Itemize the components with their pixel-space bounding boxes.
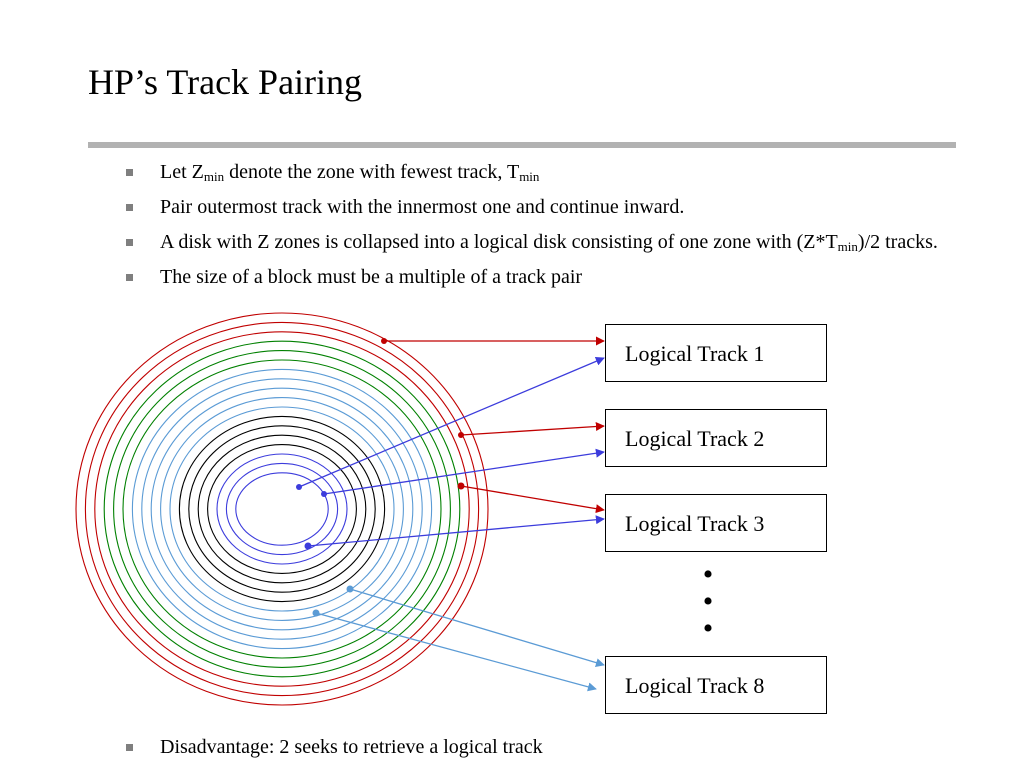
arrow-outer-to-track-3 xyxy=(460,485,605,514)
arrow-zone3-b-to-track-8-origin xyxy=(312,609,320,617)
arrow-zone3-b-to-track-8 xyxy=(315,612,597,692)
subscript: min xyxy=(837,239,858,254)
square-bullet-icon xyxy=(126,274,133,281)
title-divider xyxy=(88,142,956,148)
bullet-item: A disk with Z zones is collapsed into a … xyxy=(124,230,944,254)
track-ring-outer xyxy=(94,331,470,687)
arrow-inner-to-track-1-origin xyxy=(296,484,302,490)
track-ring-inner xyxy=(216,453,348,565)
ellipsis-dot: • xyxy=(703,558,714,591)
track-ring-third xyxy=(131,368,433,650)
arrow-zone3-a-to-track-8 xyxy=(349,588,605,667)
bullet-text-run: denote the zone with fewest track, T xyxy=(224,161,520,183)
arrow-inner-to-track-3-origin xyxy=(304,542,312,550)
arrow-inner-to-track-2 xyxy=(323,448,605,495)
square-bullet-icon xyxy=(126,239,133,246)
bullet-text: The size of a block must be a multiple o… xyxy=(160,266,582,288)
bullet-text-run: Pair outermost track with the innermost … xyxy=(160,196,685,218)
bullet-item: The size of a block must be a multiple o… xyxy=(124,265,944,289)
track-ring-inner xyxy=(235,472,329,546)
track-ring-second xyxy=(122,359,442,659)
track-ring-fourth xyxy=(207,444,357,574)
bullet-text-run: The size of a block must be a multiple o… xyxy=(160,266,583,288)
bullet-text: A disk with Z zones is collapsed into a … xyxy=(160,231,938,253)
arrow-inner-to-track-1 xyxy=(298,357,605,488)
slide-title: HP’s Track Pairing xyxy=(88,62,363,102)
track-ring-second xyxy=(103,340,461,678)
bullet-text-run: Let Z xyxy=(160,161,204,183)
bullet-text: Let Zmin denote the zone with fewest tra… xyxy=(160,161,539,183)
arrow-inner-to-track-3 xyxy=(307,515,605,547)
ellipsis-dot: • xyxy=(703,612,714,645)
track-ring-third xyxy=(141,378,423,640)
track-ring-outer xyxy=(84,321,480,697)
arrow-outer-to-track-2-origin xyxy=(458,432,464,438)
bullet-text: Pair outermost track with the innermost … xyxy=(160,196,684,218)
track-ring-fourth xyxy=(178,415,386,603)
track-ring-fourth xyxy=(188,425,376,593)
track-ring-second xyxy=(113,350,451,668)
arrow-zone3-a-to-track-8-origin xyxy=(346,585,354,593)
arrow-outer-to-track-1-origin xyxy=(381,338,387,344)
subscript: min xyxy=(203,169,225,184)
ellipsis-dots: ••• xyxy=(703,558,714,645)
bullet-item: Let Zmin denote the zone with fewest tra… xyxy=(124,160,944,184)
logical-track-8-box: Logical Track 8 xyxy=(605,656,827,714)
disk-tracks xyxy=(75,312,489,706)
bullet-text-run: A disk with Z zones is collapsed into a … xyxy=(160,231,838,253)
track-ring-inner xyxy=(225,462,339,556)
square-bullet-icon xyxy=(126,204,133,211)
bullet-item: Pair outermost track with the innermost … xyxy=(124,195,944,219)
square-bullet-icon xyxy=(126,169,133,176)
pairing-arrows xyxy=(296,336,605,692)
bullet-text: Disadvantage: 2 seeks to retrieve a logi… xyxy=(160,736,543,758)
track-ring-third xyxy=(150,387,414,631)
arrow-outer-to-track-3-origin xyxy=(457,482,465,490)
bullet-list: Let Zmin denote the zone with fewest tra… xyxy=(124,160,944,289)
logical-track-3-box: Logical Track 3 xyxy=(605,494,827,552)
arrow-outer-to-track-2 xyxy=(460,422,605,436)
bottom-bullet-list: Disadvantage: 2 seeks to retrieve a logi… xyxy=(124,735,944,759)
logical-track-2-box: Logical Track 2 xyxy=(605,409,827,467)
subscript: min xyxy=(519,169,540,184)
square-bullet-icon xyxy=(126,744,133,751)
track-ring-outer xyxy=(75,312,489,706)
track-ring-fourth xyxy=(197,434,367,584)
arrow-inner-to-track-2-origin xyxy=(321,491,327,497)
track-ring-third xyxy=(169,406,395,612)
ellipsis-dot: • xyxy=(703,585,714,618)
bullet-item-disadvantage: Disadvantage: 2 seeks to retrieve a logi… xyxy=(124,735,944,759)
bullet-text-run: )/2 tracks. xyxy=(857,231,938,253)
track-ring-third xyxy=(160,397,404,621)
logical-track-1-box: Logical Track 1 xyxy=(605,324,827,382)
